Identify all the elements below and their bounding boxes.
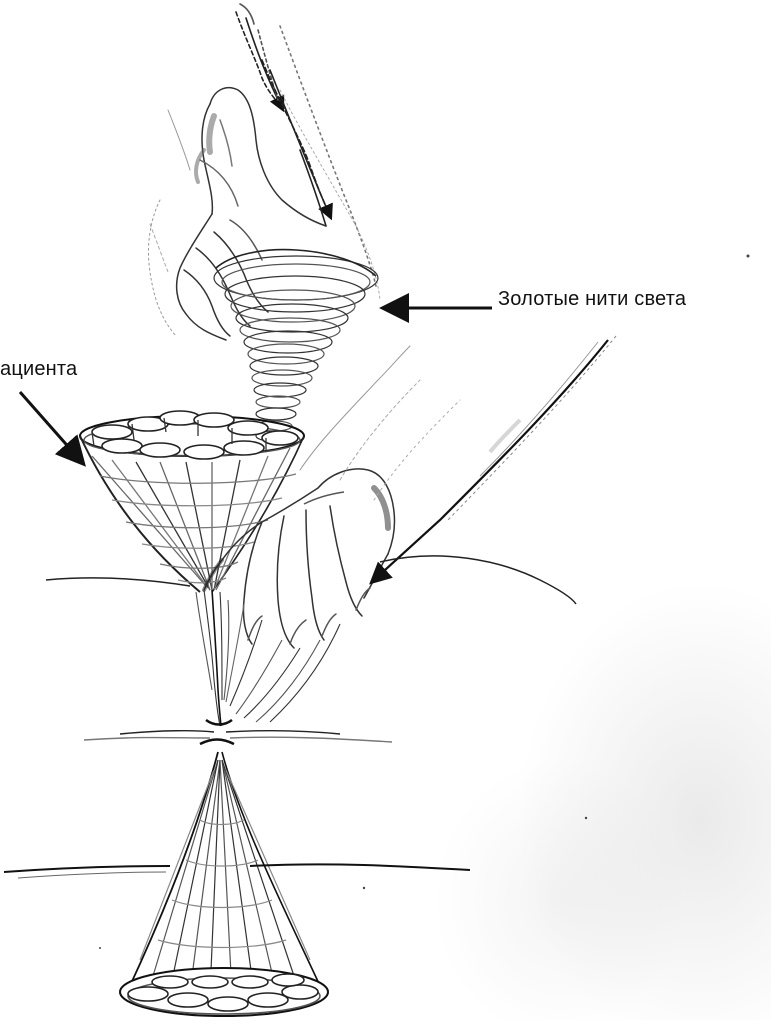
cylinder	[92, 425, 132, 439]
cylinder	[224, 441, 264, 455]
cylinder	[262, 431, 298, 445]
base-cylinder	[248, 993, 288, 1007]
cylinder	[102, 439, 142, 453]
cylinder	[228, 421, 268, 435]
patient-arrow	[20, 392, 80, 460]
base-cylinder	[272, 974, 304, 986]
golden-threads	[196, 590, 340, 726]
lower-cone	[128, 752, 322, 994]
swirling-vortex	[214, 250, 378, 441]
base-cylinder	[208, 997, 248, 1011]
base-cylinder	[168, 993, 208, 1007]
cylinder	[194, 413, 234, 427]
base-cylinder	[282, 985, 318, 999]
skin-plane	[84, 720, 392, 744]
light-ray-arrow	[374, 336, 616, 580]
cylinder	[184, 445, 224, 459]
base-cylinder	[128, 987, 168, 1001]
base-cylinder	[152, 976, 188, 988]
lower-hand	[204, 346, 460, 648]
cylinder	[140, 443, 180, 457]
upper-hand	[148, 88, 380, 340]
stream-arrow-2	[270, 70, 330, 216]
patient-label: ациента	[0, 358, 77, 381]
stray-marks	[99, 255, 750, 950]
lower-base	[120, 968, 328, 1016]
golden-threads-label: Золотые нити света	[498, 288, 686, 311]
base-cylinder	[192, 976, 228, 988]
base-cylinder	[232, 976, 268, 988]
